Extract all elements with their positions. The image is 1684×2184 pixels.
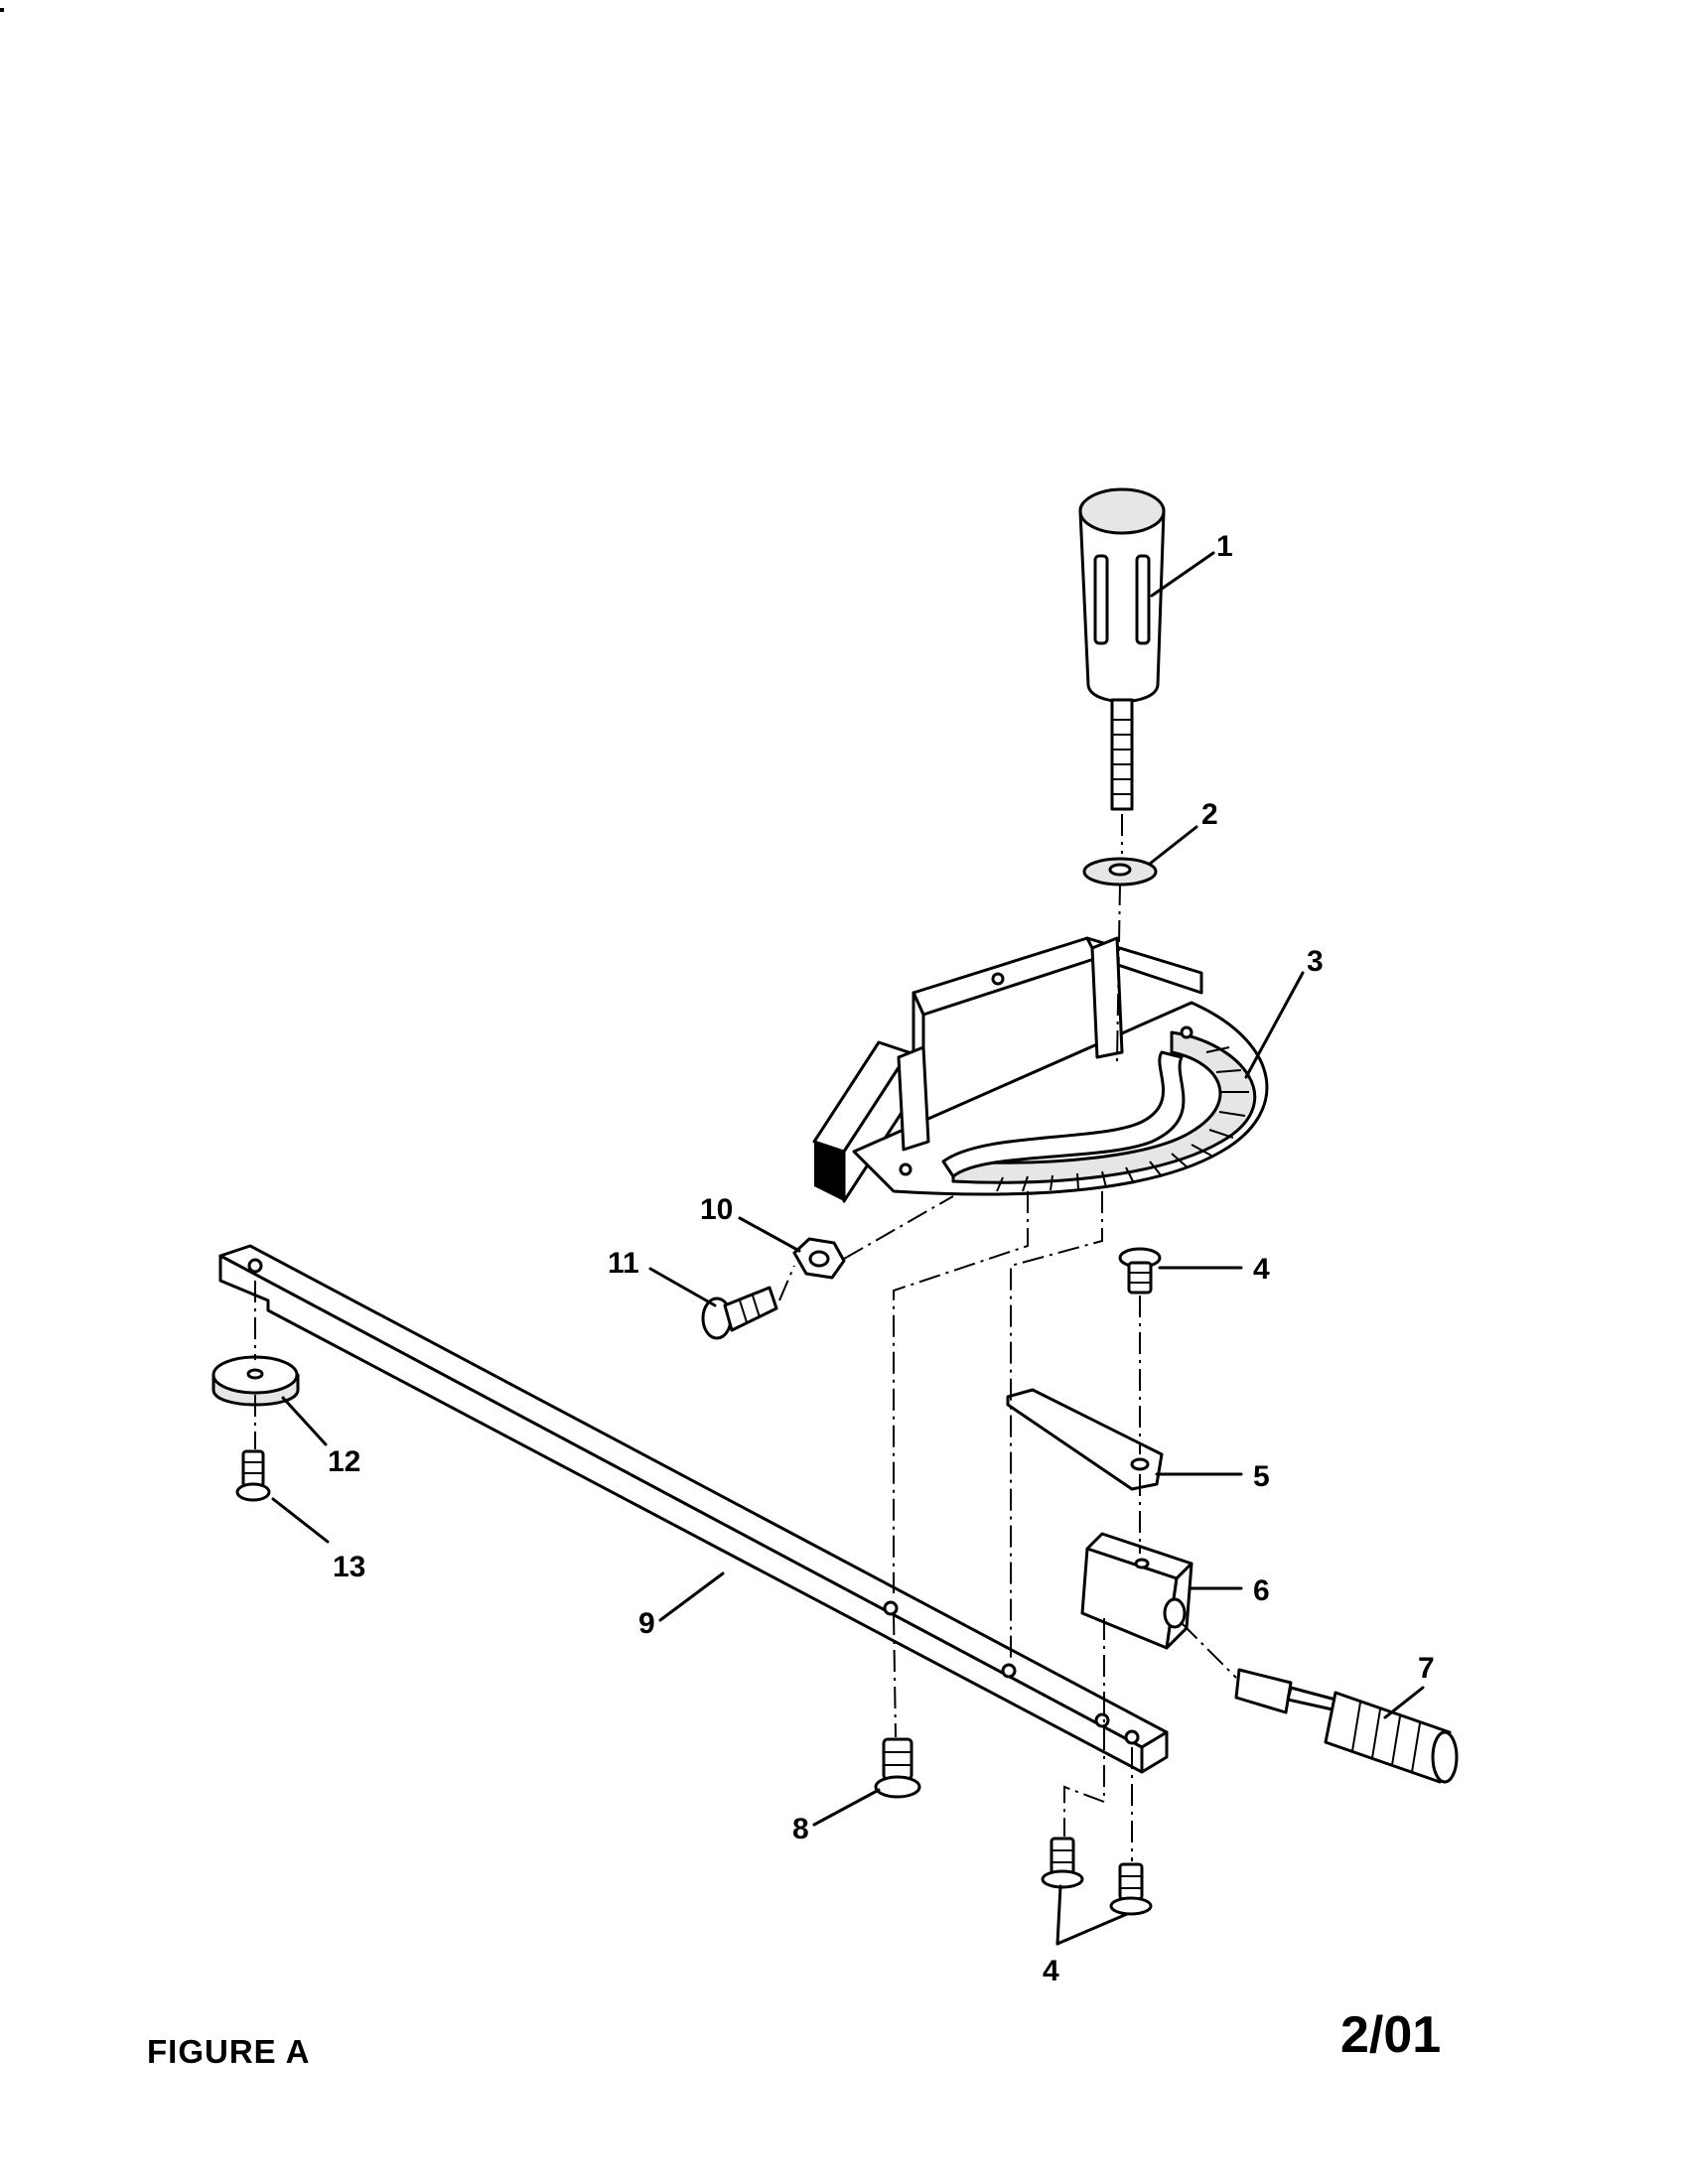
part-7-lock-handle bbox=[1234, 1668, 1459, 1784]
callout-8: 8 bbox=[792, 1813, 809, 1845]
part-2-washer bbox=[1082, 857, 1158, 887]
part-6-block bbox=[1080, 1532, 1193, 1650]
part-8-stud bbox=[874, 1737, 921, 1799]
callout-7: 7 bbox=[1418, 1652, 1435, 1685]
callout-5: 5 bbox=[1253, 1460, 1270, 1493]
part-4-screws-bottom bbox=[1041, 1837, 1153, 1916]
callout-10: 10 bbox=[700, 1193, 733, 1226]
callout-numbers: 1 2 3 4 5 6 7 8 9 10 11 12 13 4 bbox=[328, 530, 1435, 1987]
part-9-bar bbox=[218, 1244, 1169, 1774]
revision-date: 2/01 bbox=[1340, 2006, 1442, 2064]
figure-label: FIGURE A bbox=[147, 2033, 311, 2070]
assembly-lines bbox=[254, 814, 1237, 1861]
callout-2: 2 bbox=[1201, 798, 1218, 831]
part-10-nut bbox=[792, 1237, 846, 1280]
part-3-miter-body bbox=[812, 936, 1269, 1203]
corner-mark bbox=[0, 8, 4, 12]
callout-6: 6 bbox=[1253, 1574, 1270, 1607]
part-11-bolt bbox=[701, 1286, 778, 1340]
part-5-spring-clip bbox=[1006, 1388, 1164, 1491]
callout-11: 11 bbox=[608, 1247, 639, 1280]
callout-4-top: 4 bbox=[1253, 1253, 1270, 1286]
callout-12: 12 bbox=[328, 1445, 360, 1478]
part-4-screw-top bbox=[1118, 1247, 1162, 1295]
leader-lines bbox=[271, 551, 1425, 1946]
part-1-handle bbox=[1078, 487, 1166, 811]
part-13-screw bbox=[235, 1449, 271, 1502]
callout-4-bottom: 4 bbox=[1043, 1955, 1059, 1987]
callout-9: 9 bbox=[638, 1607, 655, 1640]
callout-13: 13 bbox=[333, 1551, 365, 1583]
part-12-disc-washer bbox=[211, 1355, 300, 1407]
callout-1: 1 bbox=[1216, 530, 1233, 563]
callout-3: 3 bbox=[1307, 945, 1324, 978]
